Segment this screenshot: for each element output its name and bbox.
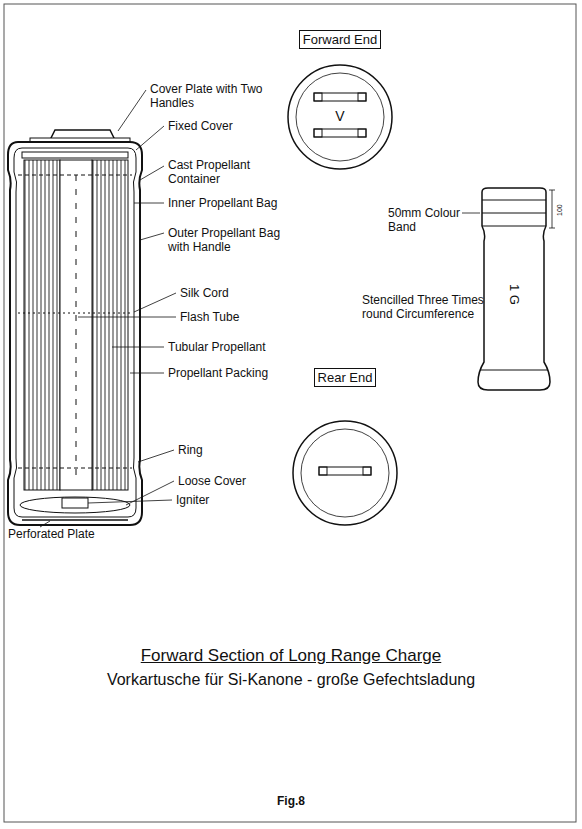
cartridge-side-view: 1 G [476, 186, 552, 392]
node-text: Forward End [299, 30, 381, 49]
end-view-circle: Rear End [291, 368, 399, 528]
part-label: Loose Cover [178, 474, 246, 488]
node-outline [291, 368, 399, 528]
part-label: Propellant Packing [168, 366, 268, 380]
part-label: Cast Propellant Container [168, 158, 283, 186]
part-label: Fixed Cover [168, 119, 233, 133]
node-text: Rear End [314, 368, 377, 387]
part-label: Igniter [176, 493, 209, 507]
node-text: V [335, 108, 344, 124]
part-label: Flash Tube [180, 310, 239, 324]
part-label: Tubular Propellant [168, 340, 266, 354]
part-label: Outer Propellant Bag with Handle [168, 226, 293, 254]
end-view-circle: Forward EndV [283, 30, 397, 172]
figure-caption: Fig.8 [0, 794, 582, 808]
part-label: Perforated Plate [8, 527, 95, 541]
part-label: 100 [556, 204, 564, 216]
diagram-title: Forward Section of Long Range Charge [0, 646, 582, 666]
german-subtitle: Vorkartusche für Si-Kanone - große Gefec… [0, 670, 582, 690]
node-text: 1 G [506, 284, 521, 305]
part-label: Cover Plate with Two Handles [150, 82, 270, 110]
node-outline [283, 30, 397, 172]
part-label: 50mm Colour Band [388, 206, 463, 234]
part-label: Stencilled Three Times round Circumferen… [362, 293, 497, 321]
part-label: Ring [178, 443, 203, 457]
part-label: Silk Cord [180, 286, 229, 300]
part-label: Inner Propellant Bag [168, 196, 277, 210]
